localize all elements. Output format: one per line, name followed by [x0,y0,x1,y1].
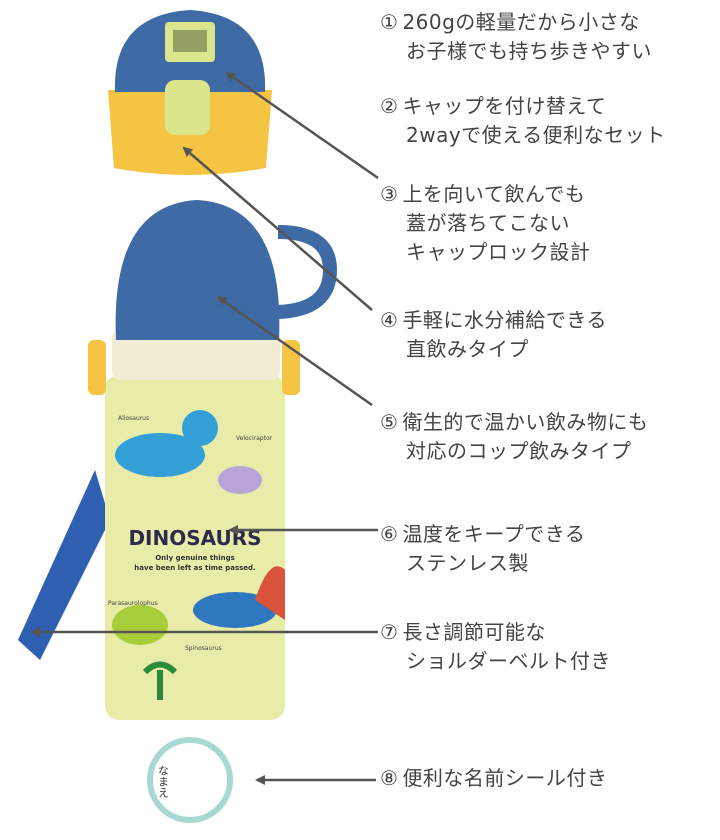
main-bottle: DINOSAURS Only genuine things have been … [88,200,338,720]
feature-text: 対応のコップ飲みタイプ [406,439,632,463]
arrow-3 [216,295,373,407]
direct-drink-cap [108,10,272,175]
arrow-2 [182,146,373,311]
feature-text: お子様でも持ち歩きやすい [406,39,652,63]
feature-number: ① [380,10,399,34]
feature-number: ③ [380,182,399,206]
feature-text: 260gの軽量だから小さな [402,10,640,34]
dino-name-allosaurus: Allosaurus [118,415,149,422]
name-sticker: なまえ [147,737,233,823]
feature-text: キャップロック設計 [406,240,591,264]
feature-number: ⑤ [380,410,399,434]
feature-text: 長さ調節可能な [402,620,546,644]
leader-arrows [30,71,379,785]
feature-text: キャップを付け替えて [402,94,607,118]
feature-text: 手軽に水分補給できる [402,308,608,332]
feature-text: ステンレス製 [406,551,529,575]
dino-name-parasaurolophus: Parasaurolophus [108,600,158,607]
feature-number: ⑥ [380,522,399,546]
feature-text: 便利な名前シール付き [402,766,608,790]
feature-number: ⑧ [380,766,399,790]
shoulder-strap [18,470,110,660]
print-tagline-1: Only genuine things [155,554,235,562]
print-tagline-2: have been left as time passed. [134,564,255,572]
feature-text: 2wayで使える便利なセット [406,123,666,147]
name-sticker-label: なまえ [157,765,170,798]
arrow-1 [225,71,379,180]
dino-name-velociraptor: Velociraptor [236,435,273,442]
feature-number: ② [380,94,399,118]
feature-text: 直飲みタイプ [406,337,529,361]
feature-number: ⑦ [380,620,399,644]
feature-text: 温度をキープできる [402,522,586,546]
feature-number: ④ [380,308,399,332]
feature-text: 上を向いて飲んでも [402,182,586,206]
feature-text: 衛生的で温かい飲み物にも [402,410,649,434]
dino-name-spinosaurus: Spinosaurus [185,645,222,652]
feature-text: ショルダーベルト付き [406,649,611,673]
feature-text: 蓋が落ちてこない [406,211,570,235]
